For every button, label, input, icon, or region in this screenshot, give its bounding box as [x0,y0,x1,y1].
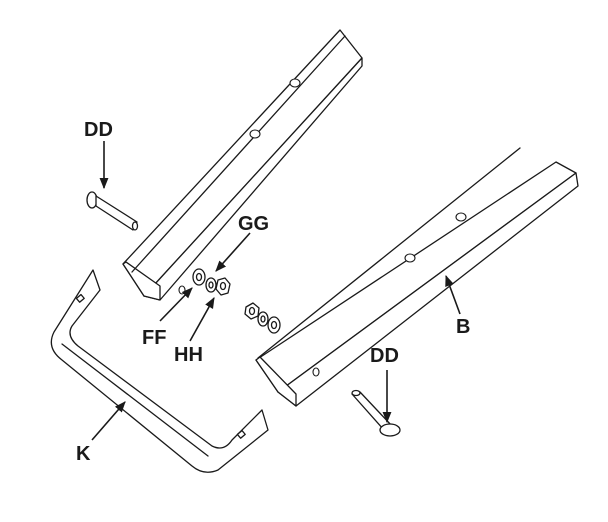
upper-rail-end-hole [178,285,186,295]
label-dd-top: DD [84,119,113,141]
label-dd-bottom: DD [370,345,399,367]
rail-b-hole [404,253,416,263]
label-gg: GG [238,213,269,235]
bolt-shank [95,195,138,231]
rail-b-side-face [277,172,579,407]
leader-hh [189,297,215,342]
bracket-k-body [50,269,269,473]
rail-b-hole [455,212,467,222]
leader-k [91,401,126,441]
bolt-tip [351,389,361,397]
bracket-k-slot [236,429,246,439]
nut-hole [248,306,256,316]
lock-washer-hole [260,315,266,323]
leader-gg [215,232,251,272]
upper-rail-side-face [143,57,363,301]
label-ff: FF [142,327,166,349]
label-b: B [456,316,470,338]
bracket-k-fold [61,343,209,457]
leader-b [445,274,461,315]
upper-rail-hole [249,129,261,139]
nut-gg-hole [219,281,227,291]
flat-washer-hole [270,320,278,330]
label-k: K [76,443,91,465]
label-hh: HH [174,344,203,366]
bracket-k [50,269,269,473]
upper-rail-edge [131,35,346,273]
upper-rail-hole [289,78,301,88]
rail-b-end-hole [312,367,320,377]
lock-washer-hh-hole [208,281,214,289]
washer-ff-hole [195,272,203,282]
bolt-head [379,423,401,437]
carriage-bolt-dd-bottom [351,389,401,437]
upper-rail-top-face [122,29,363,297]
rail-b-edge [257,147,521,359]
bolt-tip [131,221,139,231]
hardware-set-upper [192,268,231,296]
carriage-bolt-dd-top [86,191,139,231]
leader-ff [159,287,193,322]
rail-b [255,147,579,407]
bracket-k-slot [75,293,85,303]
hardware-set-lower [244,302,281,334]
rail-b-top-face [255,161,577,393]
upper-rail [122,29,363,301]
